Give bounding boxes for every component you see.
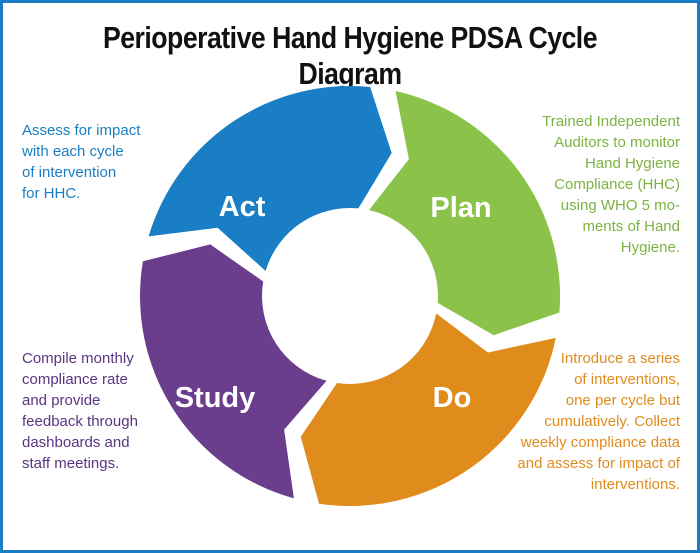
- act-description: Assess for impact with each cycle of int…: [22, 122, 141, 202]
- act-segment: [148, 86, 392, 271]
- study-label: Study: [175, 382, 256, 414]
- do-label: Do: [433, 382, 472, 414]
- plan-description: Trained Independent Auditors to monitor …: [542, 113, 680, 256]
- plan-label: Plan: [430, 192, 491, 224]
- diagram-title: Perioperative Hand Hygiene PDSA Cycle Di…: [102, 20, 598, 91]
- act-label: Act: [219, 191, 266, 223]
- study-description: Compile monthly compliance rate and prov…: [22, 350, 138, 472]
- do-description: Introduce a series of interventions, one…: [517, 350, 680, 493]
- study-segment: [140, 244, 327, 499]
- do-segment: [300, 313, 556, 507]
- plan-segment: [369, 91, 561, 336]
